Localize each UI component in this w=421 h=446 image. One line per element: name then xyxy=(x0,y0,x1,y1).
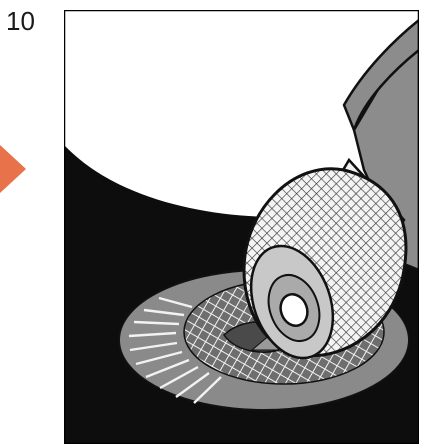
illustration-frame xyxy=(64,10,419,444)
tool-illustration xyxy=(64,10,419,444)
rotary-tool-icon xyxy=(242,17,419,360)
step-number: 10 xyxy=(6,6,35,36)
step-arrow-icon xyxy=(0,145,26,193)
background-light-area xyxy=(64,10,419,217)
